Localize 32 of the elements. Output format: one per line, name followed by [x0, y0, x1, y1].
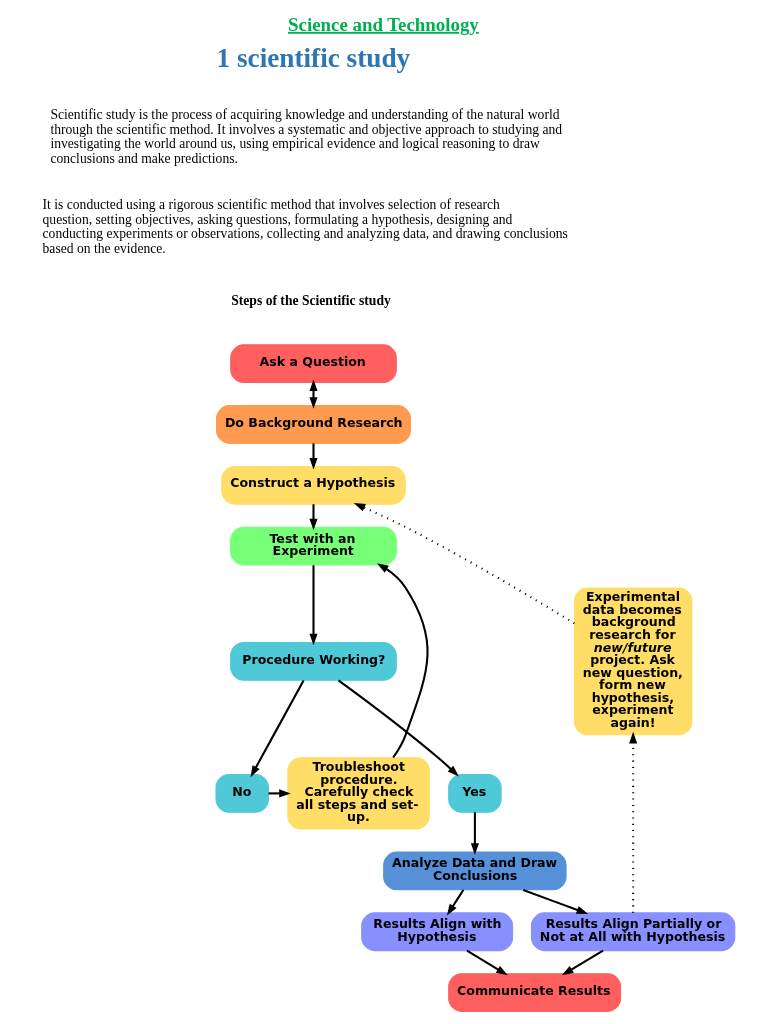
node-box: Results Align Partially or Not at All with Hypothesis [530, 912, 735, 952]
node-box: Do Background Research [215, 405, 411, 444]
diagram-title: Science and Technology [287, 13, 479, 35]
arrow [376, 563, 429, 759]
node-box: Procedure Working? [229, 641, 397, 681]
node-box: Test with an Experiment [229, 526, 397, 566]
arrow [465, 949, 508, 976]
node-box: Troubleshoot procedure. Carefully check all steps and set-up. [286, 757, 430, 830]
node-box: Yes [447, 774, 502, 813]
arrow [470, 812, 479, 855]
arrow [628, 731, 637, 913]
node-box: Experimental data becomes background research for new/future project. Ask new question, form new hypothesis, experiment again! [573, 587, 692, 736]
node-box: Results Align with Hypothesis [360, 912, 513, 952]
label: Scientific study is the process of acquiring knowledge and understanding of the natural world through the scientific method. It involves a systematic and objective approach to studying and investigating the world around us, using empirical evidence and logical reasoning to draw conclusions and make predictions. [49, 106, 562, 166]
arrow [308, 443, 318, 470]
arrow [561, 949, 604, 976]
arrow [308, 504, 318, 531]
node-box: Construct a Hypothesis [220, 465, 406, 505]
label: It is conducted using a rigorous scientific method that involves selection of research question, setting objectives, asking questions, formulating a hypothesis, designing and conducting experiments or observations, collecting and analyzing data, and drawing conclusions based on the evidence. [42, 197, 568, 257]
arrow [446, 889, 464, 916]
arrow [337, 679, 459, 777]
arrow [353, 503, 575, 625]
node-box: No [215, 774, 269, 813]
arrow [250, 679, 304, 778]
arrow [308, 565, 318, 646]
label: Steps of the Scientific study [230, 293, 391, 309]
arrow [308, 379, 318, 409]
node-box: Analyze Data and Draw Conclusions [382, 851, 567, 891]
arrow [522, 888, 588, 914]
node-box: Communicate Results [447, 973, 621, 1012]
node-box: Ask a Question [229, 344, 397, 384]
label: 1 scientific study [216, 42, 410, 73]
